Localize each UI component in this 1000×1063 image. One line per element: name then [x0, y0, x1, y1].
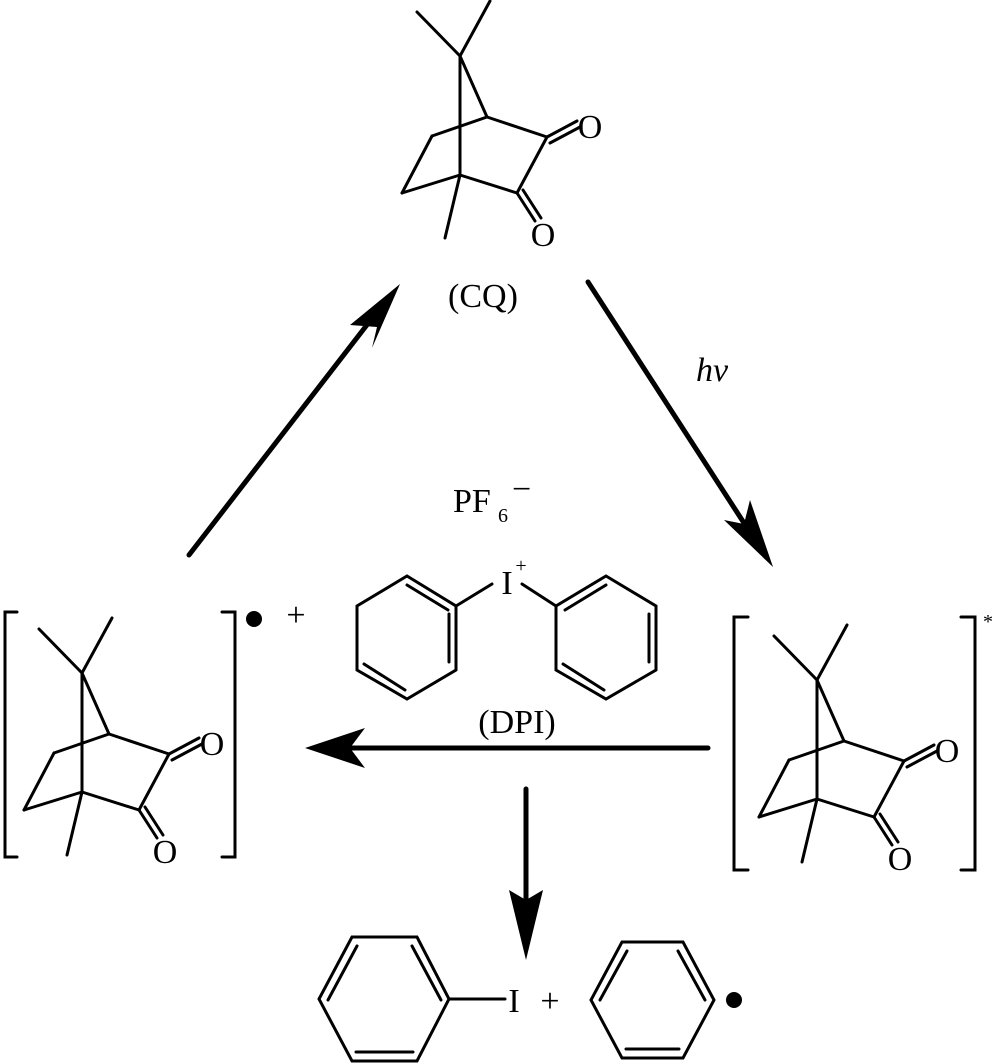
iodine-label: I	[508, 983, 519, 1020]
camphorquinone-ground-state: O O (CQ)	[400, 0, 603, 315]
phenyl-ring	[554, 574, 658, 701]
arrow-decomposition	[509, 786, 543, 960]
phenyl-ring	[355, 574, 458, 701]
radical-dot-icon	[726, 992, 742, 1008]
oxygen-label: O	[578, 109, 603, 146]
phenyl-ring	[589, 940, 716, 1060]
oxygen-label: O	[935, 733, 960, 770]
iodine-label: I	[501, 565, 512, 602]
camphorquinone-excited-state: O O *	[732, 611, 993, 878]
diphenyliodonium-salt: PF 6 − I + (DPI)	[355, 471, 658, 741]
arrowhead-icon	[350, 284, 400, 348]
arrow-excitation: hv	[585, 279, 773, 567]
product-plus: +	[540, 983, 559, 1020]
excited-state-asterisk: *	[983, 611, 993, 633]
counterion-charge: −	[512, 471, 531, 508]
cq-label: (CQ)	[448, 278, 518, 315]
arrow-regeneration	[186, 284, 400, 558]
camphorquinone-radical-cation: O O +	[3, 597, 306, 871]
light-label-hv: hv	[696, 352, 729, 389]
dpi-label: (DPI)	[478, 704, 555, 741]
oxygen-label: O	[153, 834, 178, 871]
iodonium-charge: +	[515, 555, 526, 577]
right-bracket	[959, 615, 977, 872]
counterion-subscript: 6	[498, 505, 508, 527]
radical-dot-icon	[246, 611, 262, 627]
oxygen-label: O	[200, 726, 225, 763]
left-bracket	[732, 615, 750, 872]
phenyl-ring	[317, 935, 451, 1063]
arrowhead-icon	[509, 890, 543, 960]
counterion-label: PF	[453, 483, 491, 520]
right-bracket	[220, 610, 237, 859]
phenyl-radical	[589, 940, 742, 1060]
oxygen-label: O	[888, 841, 913, 878]
radical-cation-charge: +	[286, 597, 305, 634]
arrow-electron-transfer	[305, 728, 711, 768]
arrowhead-icon	[724, 500, 773, 567]
arrowhead-icon	[305, 728, 365, 768]
iodobenzene: I	[317, 935, 520, 1063]
oxygen-label: O	[531, 217, 556, 254]
left-bracket	[3, 610, 19, 859]
